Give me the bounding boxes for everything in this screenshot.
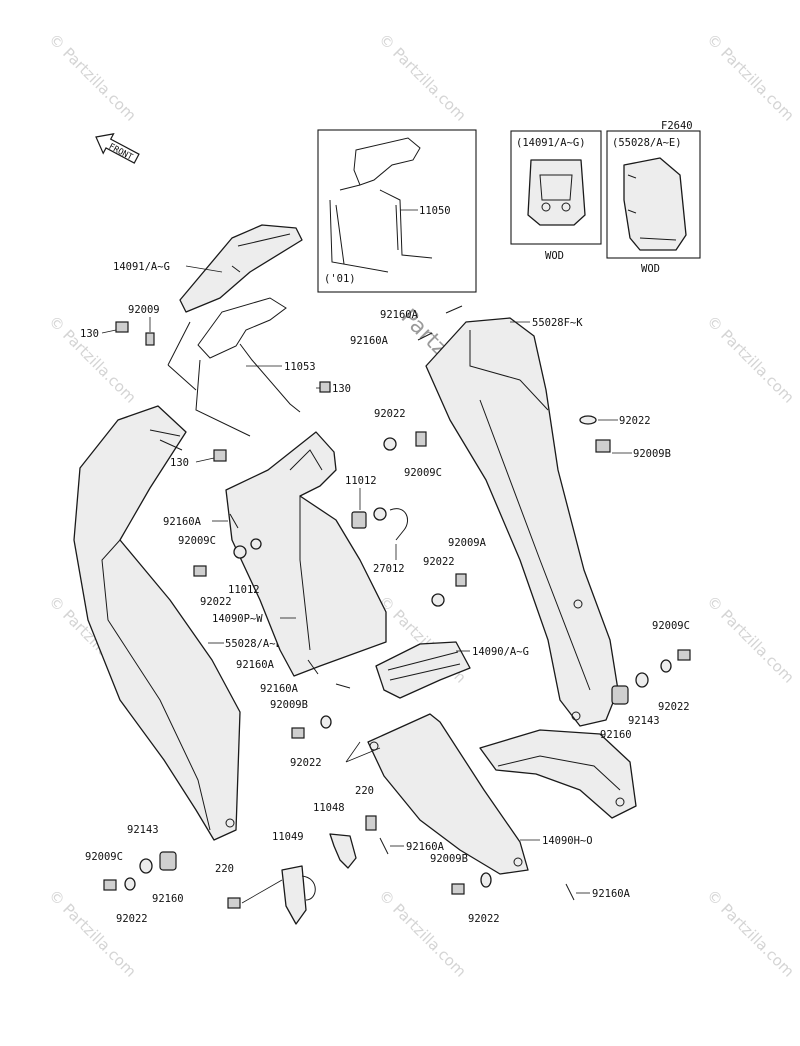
label-92143-b: 92143 bbox=[127, 824, 159, 836]
label-11048: 11048 bbox=[313, 802, 345, 814]
part-11048-bracket: 11048 220 92160A bbox=[313, 785, 445, 869]
bushing-group-center: 11012 27012 bbox=[345, 475, 408, 575]
part-14090-center-panel: 14090P~W bbox=[212, 431, 387, 677]
label-92160A-a: 92160A bbox=[380, 309, 419, 321]
label-92022-a: 92022 bbox=[374, 408, 406, 420]
fastener-group-right-lower: 92009C 92022 92143 92160 bbox=[600, 620, 691, 741]
part-11049-bracket: 11049 220 bbox=[215, 831, 316, 925]
watermark: © Partzilla.com bbox=[703, 592, 798, 687]
watermark: © Partzilla.com bbox=[45, 886, 140, 981]
front-arrow-icon: FRONT bbox=[95, 133, 140, 164]
label-92009B-c: 92009B bbox=[430, 853, 468, 865]
inset-wod-left: (14091/A~G) WOD bbox=[510, 130, 602, 262]
label-92009B-b: 92009B bbox=[270, 699, 308, 711]
part-under-cover bbox=[367, 713, 529, 875]
fastener-group-right-upper: 92160A 92160A 92022 92009B bbox=[350, 305, 671, 460]
label-14090-fender: 14090H~O bbox=[542, 835, 593, 847]
label-92009C-a: 92009C bbox=[404, 467, 442, 479]
fastener-group-bottom-center: 92009B 92022 92160A bbox=[430, 853, 631, 925]
label-92160A-e: 92160A bbox=[260, 683, 299, 695]
label-130-b: 130 bbox=[332, 383, 351, 395]
part-14090-fender: 14090H~O bbox=[479, 729, 637, 847]
label-92009C-d: 92009C bbox=[85, 851, 123, 863]
watermark: © Partzilla.com bbox=[375, 30, 470, 125]
fastener-group-mid-lower: 92009B 92022 bbox=[270, 699, 381, 769]
label-92143-a: 92143 bbox=[628, 715, 660, 727]
fastener-group-center-right: 92022 92009C 92022 92009A bbox=[374, 408, 487, 607]
inset-wod-right-caption: WOD bbox=[641, 263, 660, 275]
label-92022-h: 92022 bbox=[468, 913, 500, 925]
inset-frame-year: ('01) bbox=[324, 273, 356, 285]
fastener-group-left: 92160A 92009C 11012 92022 bbox=[163, 513, 262, 608]
bolt-group-top: 92009 130 130 130 bbox=[80, 304, 351, 469]
label-92009-top: 92009 bbox=[128, 304, 160, 316]
part-55028-left-cover: 55028/A~E bbox=[73, 405, 282, 841]
fastener-group-lower-left: 92143 92009C 92022 92160 bbox=[85, 824, 184, 925]
label-92009A: 92009A bbox=[448, 537, 487, 549]
label-27012: 27012 bbox=[373, 563, 405, 575]
part-14090-lower-cover: 14090/A~G 92160A 92160A bbox=[236, 641, 529, 699]
label-220-a: 220 bbox=[355, 785, 374, 797]
label-92022-c: 92022 bbox=[200, 596, 232, 608]
label-130-c: 130 bbox=[170, 457, 189, 469]
label-11012-b: 11012 bbox=[228, 584, 260, 596]
label-92022-f: 92022 bbox=[658, 701, 690, 713]
label-92009C-b: 92009C bbox=[178, 535, 216, 547]
inset-wod-left-caption: WOD bbox=[545, 250, 564, 262]
label-92022-b: 92022 bbox=[619, 415, 651, 427]
label-92022-d: 92022 bbox=[423, 556, 455, 568]
label-92160-b: 92160 bbox=[152, 893, 184, 905]
label-92160A-d: 92160A bbox=[236, 659, 275, 671]
label-14091: 14091/A~G bbox=[113, 261, 170, 273]
inset-wod-right: (55028/A~E) WOD bbox=[606, 130, 701, 275]
watermark: © Partzilla.com bbox=[703, 886, 798, 981]
label-130-a: 130 bbox=[80, 328, 99, 340]
watermark: © Partzilla.com bbox=[375, 886, 470, 981]
label-14090-lower: 14090/A~G bbox=[472, 646, 529, 658]
inset-wod-left-title: (14091/A~G) bbox=[516, 137, 586, 149]
label-92160A-b: 92160A bbox=[350, 335, 389, 347]
label-220-b: 220 bbox=[215, 863, 234, 875]
part-11053-frame: 11053 bbox=[167, 297, 316, 437]
label-14090-center: 14090P~W bbox=[212, 613, 263, 625]
label-92022-g: 92022 bbox=[116, 913, 148, 925]
label-11050: 11050 bbox=[419, 205, 451, 217]
inset-frame-01: ('01) 11050 bbox=[317, 129, 477, 293]
label-55028-left: 55028/A~E bbox=[225, 638, 282, 650]
label-92160-a: 92160 bbox=[600, 729, 632, 741]
watermark: © Partzilla.com bbox=[45, 30, 140, 125]
inset-wod-right-title: (55028/A~E) bbox=[612, 137, 682, 149]
label-92022-e: 92022 bbox=[290, 757, 322, 769]
label-11049: 11049 bbox=[272, 831, 304, 843]
watermark-layer: © Partzilla.com © Partzilla.com © Partzi… bbox=[45, 30, 798, 981]
label-92009C-c: 92009C bbox=[652, 620, 690, 632]
label-92160A-c: 92160A bbox=[163, 516, 202, 528]
label-92160A-f: 92160A bbox=[406, 841, 445, 853]
watermark: © Partzilla.com bbox=[703, 30, 798, 125]
watermark: © Partzilla.com bbox=[703, 312, 798, 407]
label-92009B-a: 92009B bbox=[633, 448, 671, 460]
label-92160A-g: 92160A bbox=[592, 888, 631, 900]
label-11053: 11053 bbox=[284, 361, 316, 373]
label-11012-a: 11012 bbox=[345, 475, 377, 487]
part-14091-cover: 14091/A~G bbox=[113, 224, 303, 313]
label-55028-right: 55028F~K bbox=[532, 317, 583, 329]
figure-code: F2640 bbox=[661, 120, 693, 132]
